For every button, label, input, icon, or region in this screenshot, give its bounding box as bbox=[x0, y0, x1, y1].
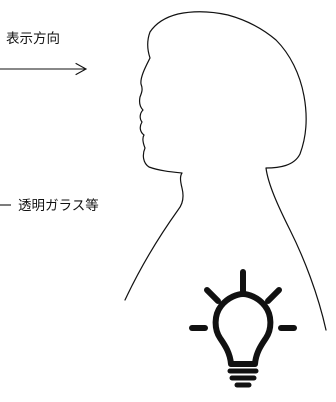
bulb-ray-upper-left bbox=[204, 287, 221, 304]
bulb-ray-upper-right bbox=[265, 287, 282, 304]
transparent-glass-label: 透明ガラス等 bbox=[18, 198, 99, 214]
arrow-right-icon bbox=[0, 62, 88, 76]
bulb-glass bbox=[212, 291, 274, 367]
person-silhouette-icon bbox=[124, 11, 327, 331]
lightbulb-icon bbox=[189, 269, 297, 388]
display-direction-label: 表示方向 bbox=[6, 31, 60, 47]
